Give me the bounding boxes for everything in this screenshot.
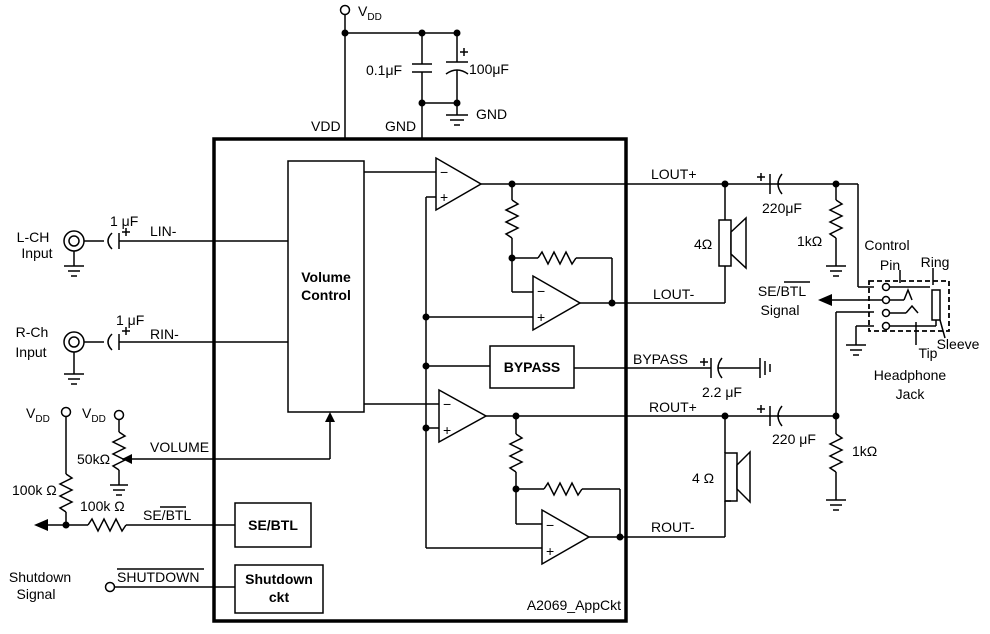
cap-rin xyxy=(107,327,130,351)
jack-tip-label: Tip xyxy=(919,345,938,361)
cap-lin-label: 1 μF xyxy=(110,213,138,229)
lin-pin-label: LIN- xyxy=(150,223,177,239)
res-100k-a-label: 100k Ω xyxy=(12,482,57,498)
volume-control-label-1: Volume xyxy=(301,269,351,285)
opamp-minus-sign: − xyxy=(546,517,554,533)
bypass-block xyxy=(489,345,575,389)
cap-bypass-label: 2.2 μF xyxy=(702,384,742,400)
volume-control-block xyxy=(287,160,365,413)
opamp-rout-minus xyxy=(541,508,591,566)
se-btl-signal-arrow xyxy=(818,294,832,306)
shutdown-signal-label-1: Shutdown xyxy=(9,569,71,585)
ic-package xyxy=(212,137,628,623)
bypass-block-label: BYPASS xyxy=(504,359,561,375)
figure-id: A2069_AppCkt xyxy=(527,597,621,613)
headphone-jack xyxy=(868,280,950,332)
speaker-left xyxy=(718,184,747,303)
cap-100uf xyxy=(445,33,469,103)
vdd-label-left: VDD xyxy=(26,405,50,425)
gnd-label: GND xyxy=(476,106,507,122)
se-btl-block-label: SE/BTL xyxy=(248,517,298,533)
opamp-plus-sign: + xyxy=(443,422,451,438)
opamp-plus-sign: + xyxy=(440,189,448,205)
jack-ring-label: Ring xyxy=(921,254,950,270)
vdd-pin-label: VDD xyxy=(311,118,341,134)
opamp-plus-sign: + xyxy=(546,543,554,559)
rch-input-label-1: R-Ch xyxy=(16,324,49,340)
shutdown-terminal xyxy=(104,581,235,593)
pot-50k-label: 50kΩ xyxy=(77,451,110,467)
vdd-terminal: VDD xyxy=(339,3,382,23)
lch-input-label-2: Input xyxy=(21,245,52,261)
cap-100uf-label: 100μF xyxy=(469,61,509,77)
jack-name-label-2: Jack xyxy=(896,386,926,402)
jack-pin-label: Pin xyxy=(880,257,900,273)
shutdown-block-label-1: Shutdown xyxy=(245,571,313,587)
vdd-terminal-pot: VDD xyxy=(82,405,125,425)
jack-name-label-1: Headphone xyxy=(874,367,947,383)
feedback-res-left xyxy=(504,184,520,292)
opamp-minus-sign: − xyxy=(443,396,451,412)
gain-res-left xyxy=(537,250,577,266)
lout-plus-label: LOUT+ xyxy=(651,166,697,182)
res-1k-left xyxy=(826,184,846,277)
feedback-res-right xyxy=(508,416,524,524)
speaker-left-label: 4Ω xyxy=(694,236,712,252)
opamp-lout-minus xyxy=(532,274,582,332)
shutdown-signal-label-2: Signal xyxy=(17,586,56,602)
shutdown-block xyxy=(234,564,324,614)
cap-rin-label: 1 μF xyxy=(116,312,144,328)
rout-minus-label: ROUT- xyxy=(651,519,695,535)
speaker-right-label: 4 Ω xyxy=(692,470,714,486)
opamp-minus-sign: − xyxy=(537,283,545,299)
volume-pin-label: VOLUME xyxy=(150,439,209,455)
rch-input-label-2: Input xyxy=(15,344,46,360)
vdd-label: VDD xyxy=(358,3,382,23)
pot-50k xyxy=(110,419,128,496)
res-100k-b-label: 100k Ω xyxy=(80,498,125,514)
opamp-plus-sign: + xyxy=(537,309,545,325)
opamp-minus-sign: − xyxy=(440,164,448,180)
lch-input-label-1: L-CH xyxy=(17,229,50,245)
res-1k-right-label: 1kΩ xyxy=(852,443,877,459)
opamp-rout-plus xyxy=(438,388,488,444)
gain-res-right xyxy=(543,481,583,497)
cap-220uf-left xyxy=(757,173,858,195)
res-1k-right xyxy=(826,416,846,511)
se-btl-pin-label: SE/BTL xyxy=(143,507,191,523)
opamp-lout-plus xyxy=(435,156,483,212)
lch-input-jack xyxy=(63,230,104,277)
se-btl-arrow xyxy=(34,519,48,531)
cap-220uf-right xyxy=(757,405,836,427)
gnd-pin-label: GND xyxy=(385,118,416,134)
res-100k-vertical xyxy=(58,416,74,525)
ground-symbol-supply xyxy=(446,103,468,126)
cap-lin xyxy=(107,228,130,250)
speaker-right xyxy=(724,416,751,537)
vdd-label-pot: VDD xyxy=(82,405,106,425)
vdd-terminal-left: VDD xyxy=(26,405,72,425)
rin-pin-label: RIN- xyxy=(150,326,179,342)
cap-220uf-right-label: 220 μF xyxy=(772,431,816,447)
jack-control-label: Control xyxy=(864,237,909,253)
lout-minus-label: LOUT- xyxy=(653,286,695,302)
bypass-pin-label: BYPASS xyxy=(633,351,688,367)
res-100k-horizontal xyxy=(87,517,127,533)
se-btl-block xyxy=(234,502,312,548)
rout-plus-label: ROUT+ xyxy=(649,399,697,415)
cap-0p1uf-label: 0.1μF xyxy=(366,62,402,78)
shutdown-block-label-2: ckt xyxy=(269,589,290,605)
rch-input-jack xyxy=(63,331,104,385)
volume-control-label-2: Control xyxy=(301,287,351,303)
res-1k-left-label: 1kΩ xyxy=(797,233,822,249)
se-btl-signal-label-2: Signal xyxy=(761,302,800,318)
se-btl-signal-label-1: SE/BTL xyxy=(758,283,806,299)
cap-220uf-left-label: 220μF xyxy=(762,200,802,216)
jack-sleeve-label: Sleeve xyxy=(937,336,980,352)
shutdown-pin-label: SHUTDOWN xyxy=(117,569,199,585)
cap-bypass xyxy=(700,357,771,379)
